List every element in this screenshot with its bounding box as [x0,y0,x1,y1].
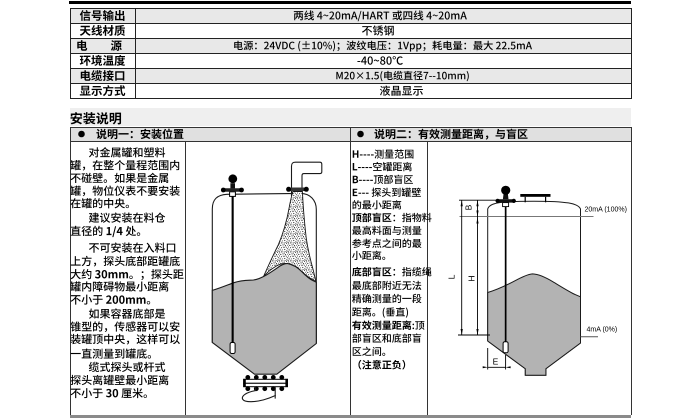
svg-text:H: H [467,275,477,281]
svg-text:20mA (100%): 20mA (100%) [585,207,627,214]
svg-text:4mA (0%): 4mA (0%) [587,327,618,334]
svg-text:B: B [464,204,474,210]
svg-text:E: E [493,357,499,367]
svg-text:L: L [447,274,457,279]
